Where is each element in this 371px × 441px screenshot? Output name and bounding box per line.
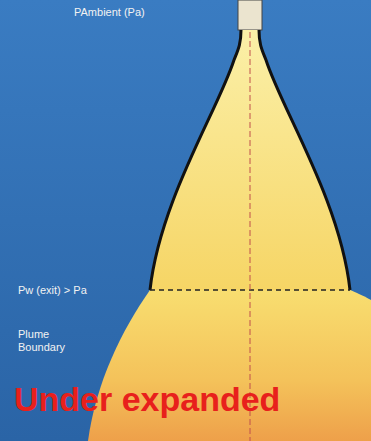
center-line <box>250 32 251 441</box>
ambient-pressure-label: PAmbient (Pa) <box>74 6 145 19</box>
nozzle-wall <box>259 30 350 290</box>
nozzle-wall <box>150 30 241 290</box>
exit-pressure-label: Pw (exit) > Pa <box>18 284 87 297</box>
exhaust-plume <box>88 290 371 441</box>
condition-title: Under expanded <box>14 380 280 419</box>
plume-boundary-label: Plume Boundary <box>18 328 80 353</box>
combustion-chamber <box>238 0 262 30</box>
